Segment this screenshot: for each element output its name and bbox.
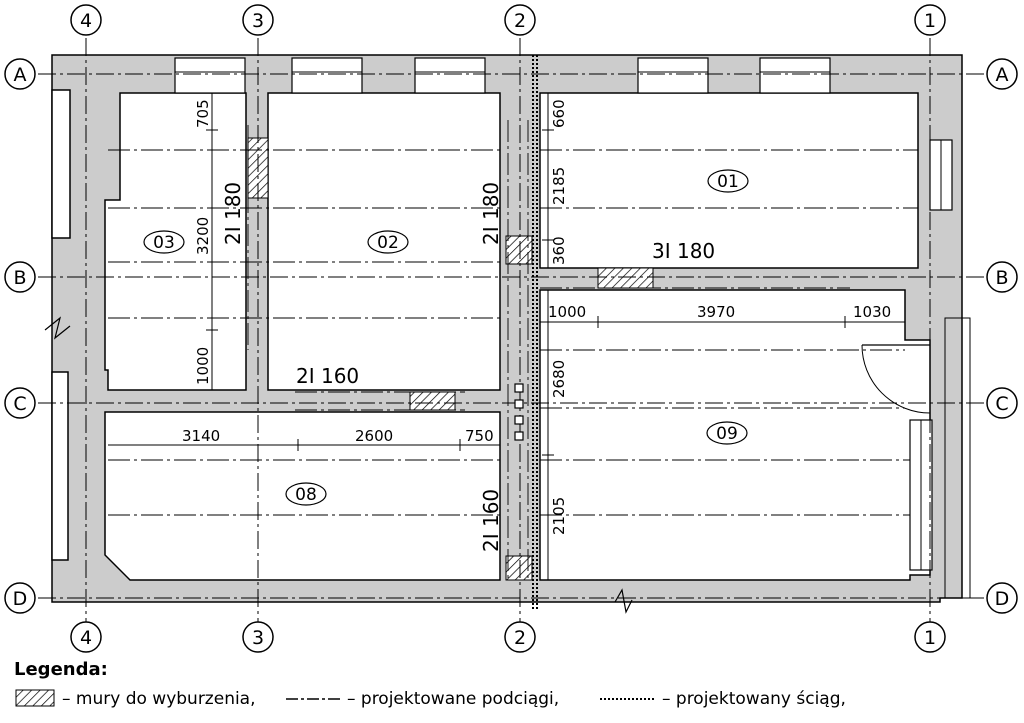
legend-item-beams: – projektowane podciągi,	[347, 689, 559, 709]
svg-text:3200: 3200	[194, 217, 212, 255]
legend-item-tie: – projektowany ściąg,	[662, 689, 846, 709]
svg-text:360: 360	[550, 236, 568, 265]
room-09: 09	[706, 421, 748, 445]
axis-4-bottom: 4	[70, 621, 102, 653]
axis-C-left: C	[4, 387, 36, 419]
svg-text:A: A	[14, 64, 27, 86]
axis-A-right: A	[986, 58, 1018, 90]
axis-1-top: 1	[914, 4, 946, 36]
svg-text:1: 1	[924, 627, 936, 649]
svg-text:2185: 2185	[550, 167, 568, 205]
svg-text:4: 4	[80, 10, 92, 32]
svg-text:705: 705	[194, 99, 212, 128]
dimension-lines	[108, 92, 905, 580]
svg-text:1000: 1000	[548, 303, 586, 321]
room-labels: 01 02 03 08 09	[143, 169, 749, 506]
svg-text:3140: 3140	[182, 427, 220, 445]
beam-2I180-mid: 2I 180	[479, 182, 503, 245]
room-03: 03	[143, 230, 185, 254]
legend-title: Legenda:	[14, 659, 108, 680]
axis-C-right: C	[986, 387, 1018, 419]
windows	[174, 57, 953, 571]
legend-item-demolition: – mury do wyburzenia,	[62, 689, 256, 709]
svg-text:C: C	[995, 393, 1008, 415]
svg-text:B: B	[13, 267, 26, 289]
svg-text:1: 1	[924, 10, 936, 32]
beam-2I180-left: 2I 180	[221, 182, 245, 245]
axis-D-left: D	[4, 582, 36, 614]
beam-3I180: 3I 180	[652, 239, 715, 263]
axis-4-top: 4	[70, 4, 102, 36]
axis-A-left: A	[4, 58, 36, 90]
projected-beams	[108, 120, 918, 580]
axis-2-top: 2	[504, 4, 536, 36]
svg-text:750: 750	[465, 427, 494, 445]
svg-text:D: D	[995, 588, 1010, 610]
door-swing	[861, 317, 971, 599]
axis-3-top: 3	[242, 4, 274, 36]
legend: Legenda: – mury do wyburzenia, – projekt…	[14, 659, 846, 709]
svg-text:1030: 1030	[853, 303, 891, 321]
room-01: 01	[707, 169, 749, 193]
axis-B-left: B	[4, 261, 36, 293]
svg-text:660: 660	[550, 99, 568, 128]
beam-labels: 3I 180 2I 180 2I 180 2I 160 2I 160	[221, 182, 715, 552]
svg-text:2105: 2105	[550, 497, 568, 535]
axis-1-bottom: 1	[914, 621, 946, 653]
svg-text:1000: 1000	[194, 347, 212, 385]
tie-anchors	[514, 383, 524, 441]
svg-text:2: 2	[514, 10, 526, 32]
axis-bubbles: 4 3 2 1 4 3 2 1 A B C D A B C D	[4, 4, 1018, 653]
svg-text:02: 02	[377, 233, 399, 253]
beam-2I160-horizontal: 2I 160	[296, 364, 359, 388]
axis-D-right: D	[986, 582, 1018, 614]
legend-hatch-swatch	[15, 689, 55, 707]
room-08: 08	[285, 482, 327, 506]
svg-text:B: B	[995, 267, 1008, 289]
beam-2I160-vertical: 2I 160	[479, 489, 503, 552]
grid-lines	[38, 38, 985, 622]
svg-text:03: 03	[153, 233, 175, 253]
demolition-walls	[247, 137, 654, 581]
axis-2-bottom: 2	[504, 621, 536, 653]
svg-text:2680: 2680	[550, 360, 568, 398]
svg-text:C: C	[13, 393, 26, 415]
dimension-labels: 705 3200 1000 660 2185 360 1000 3970 103…	[182, 99, 891, 535]
tie-rod	[532, 55, 538, 610]
axis-3-bottom: 3	[242, 621, 274, 653]
walls	[44, 54, 971, 614]
svg-text:08: 08	[295, 485, 317, 505]
svg-text:4: 4	[80, 627, 92, 649]
room-02: 02	[367, 230, 409, 254]
svg-text:09: 09	[716, 424, 738, 444]
svg-text:3: 3	[252, 627, 264, 649]
svg-text:3: 3	[252, 10, 264, 32]
svg-text:A: A	[996, 64, 1009, 86]
svg-text:D: D	[13, 588, 28, 610]
svg-text:3970: 3970	[697, 303, 735, 321]
axis-B-right: B	[986, 261, 1018, 293]
svg-text:01: 01	[717, 172, 739, 192]
svg-text:2600: 2600	[355, 427, 393, 445]
svg-text:2: 2	[514, 627, 526, 649]
